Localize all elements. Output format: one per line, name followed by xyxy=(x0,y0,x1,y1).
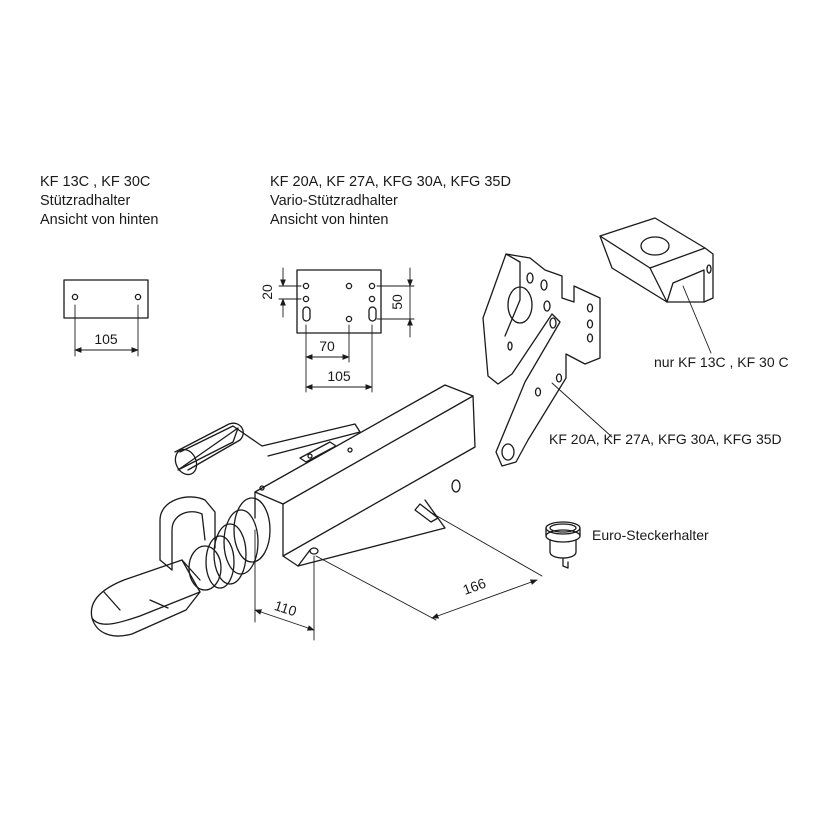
bellows xyxy=(233,497,271,563)
vario-bracket-label: KF 20A, KF 27A, KFG 30A, KFG 35D xyxy=(549,431,782,447)
housing-top xyxy=(254,384,474,505)
variant-a-models: KF 13C , KF 30C xyxy=(40,174,151,190)
variant-b-view: Ansicht von hinten xyxy=(270,212,389,228)
housing-side xyxy=(282,395,476,557)
plate-a-hole-left xyxy=(71,293,79,301)
base-plate xyxy=(282,499,446,567)
coupling-handle xyxy=(159,496,216,561)
plate-b-dim-20: 20 xyxy=(259,284,275,300)
variant-b-models: KF 20A, KF 27A, KFG 30A, KFG 35D xyxy=(270,174,511,190)
plate-a-view: 105 xyxy=(63,279,149,357)
plate-b-dim-105: 105 xyxy=(327,368,351,384)
plate-a-dim-105: 105 xyxy=(94,331,118,347)
main-dim-166: 166 xyxy=(461,575,489,598)
euro-plug-holder xyxy=(545,521,581,569)
vario-bracket-drawing xyxy=(482,253,613,467)
plate-a-hole-right xyxy=(134,293,142,301)
plate-b-view: 20 50 70 105 xyxy=(259,267,415,393)
euro-holder-label: Euro-Steckerhalter xyxy=(592,527,709,543)
coupling-assembly xyxy=(90,384,476,637)
plate-b-outline xyxy=(296,269,382,334)
variant-a-view: Ansicht von hinten xyxy=(40,212,159,228)
plate-b-slot-right xyxy=(368,306,377,322)
handle-lever xyxy=(179,423,361,457)
coupling-head xyxy=(90,559,201,625)
variant-a-caption: KF 13C , KF 30C Stützradhalter Ansicht v… xyxy=(40,173,159,230)
plate-a-outline xyxy=(63,279,149,319)
plate-b-dim-50: 50 xyxy=(389,294,405,310)
variant-b-part: Vario-Stützradhalter xyxy=(270,193,398,209)
small-bracket-drawing xyxy=(599,217,714,354)
plate-b-slot-left xyxy=(302,306,311,322)
variant-a-part: Stützradhalter xyxy=(40,193,131,209)
small-bracket-label: nur KF 13C , KF 30 C xyxy=(654,354,789,370)
main-dim-110: 110 xyxy=(272,597,298,619)
plate-b-dim-70: 70 xyxy=(319,338,335,354)
variant-b-caption: KF 20A, KF 27A, KFG 30A, KFG 35D Vario-S… xyxy=(270,173,511,230)
